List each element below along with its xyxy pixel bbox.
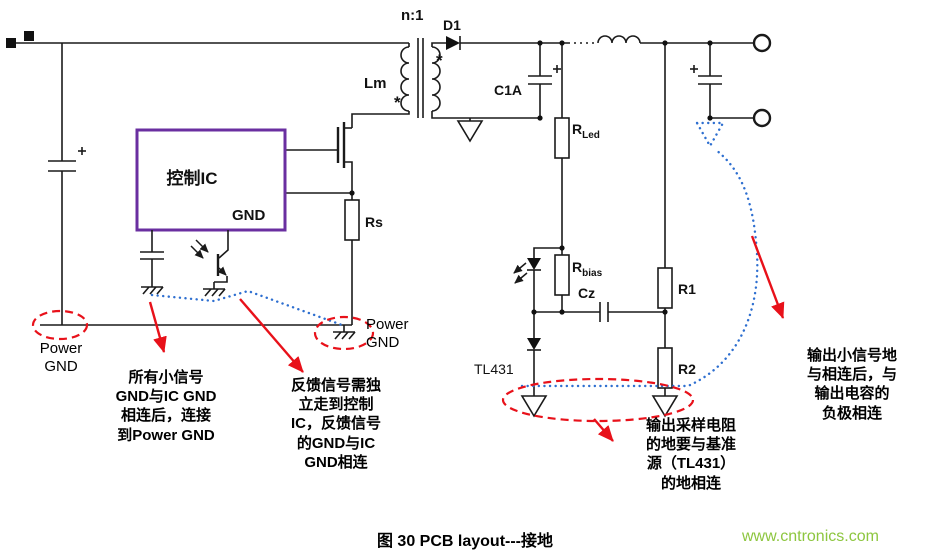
resistor-rbias: Rbias — [554, 248, 603, 312]
rbias-base: R — [572, 259, 582, 275]
output-capacitor — [690, 43, 722, 118]
input-terminal-2 — [24, 31, 34, 41]
optocoupler-phototransistor — [190, 230, 229, 283]
rled-base: R — [572, 121, 582, 137]
light-arrow-icon — [514, 272, 528, 284]
input-terminal-1 — [6, 38, 16, 48]
light-arrow-icon — [513, 262, 527, 274]
plus-polarity-icon — [690, 65, 698, 73]
r1-label: R1 — [678, 281, 696, 297]
rled-label: RLed — [572, 121, 600, 141]
output-choke — [597, 35, 641, 44]
ground-triangle-dotted-icon — [694, 121, 726, 149]
power-gnd-label-mid: Power GND — [366, 316, 409, 351]
output-diode-d1: D1 — [443, 17, 568, 50]
figure-caption: 图 30 PCB layout---接地 — [376, 533, 554, 550]
power-ground-icon — [332, 324, 356, 340]
input-bulk-capacitor — [48, 147, 86, 172]
ground-triangle-icon — [520, 395, 548, 418]
secondary-return-ground — [456, 118, 484, 143]
highlight-power-gnd-mid — [313, 315, 375, 351]
capacitor-c1a: C1A — [494, 43, 561, 118]
plus-polarity-icon — [553, 65, 561, 73]
output-terminals — [710, 33, 772, 128]
primary-wiring — [16, 42, 410, 326]
arrow-to-annotation-2 — [239, 298, 304, 373]
power-gnd-label-left: Power GND — [39, 340, 83, 375]
control-ic-label: 控制IC — [167, 168, 218, 188]
output-terminal-negative — [752, 108, 772, 128]
ground-icon — [140, 279, 164, 295]
output-cap-ground-marker — [694, 116, 726, 149]
input-terminals — [6, 31, 34, 48]
highlight-secondary-grounds — [501, 377, 695, 423]
ic-gnd-pin-label: GND — [232, 207, 266, 224]
ground-icon — [202, 281, 226, 297]
ground-triangle-icon — [651, 395, 679, 418]
rs-label: Rs — [365, 214, 383, 230]
r2-label: R2 — [678, 361, 696, 377]
output-terminal-positive — [752, 33, 772, 53]
primary-polarity-mark: * — [394, 93, 401, 112]
annotation-arrows — [148, 235, 785, 442]
plus-polarity-icon — [78, 147, 86, 155]
secondary-polarity-mark: * — [436, 51, 443, 70]
highlight-ellipses — [31, 309, 695, 423]
ic-decoupling-capacitor — [140, 230, 164, 280]
arrow-to-annotation-3 — [593, 418, 614, 442]
resistor-rled: RLed — [554, 43, 600, 248]
control-ic: 控制IC GND — [135, 128, 287, 232]
sense-resistor-rs: Rs — [344, 199, 383, 241]
rbias-sub: bias — [582, 268, 602, 279]
capacitor-cz: Cz — [534, 285, 665, 322]
optocoupler-led — [513, 247, 562, 312]
annotation-sampling-resistor-gnd: 输出采样电阻 的地要与基准 源（TL431） 的地相连 — [645, 417, 736, 492]
turns-ratio-label: n:1 — [401, 7, 424, 24]
light-arrow-icon — [190, 245, 204, 259]
junction-dots — [349, 40, 713, 315]
lm-label: Lm — [364, 75, 387, 92]
annotation-small-signal-gnd: 所有小信号 GND与IC GND 相连后，连接 到Power GND — [115, 369, 217, 444]
ground-triangle-icon — [456, 120, 484, 143]
highlight-power-gnd-left — [31, 309, 89, 341]
d1-label: D1 — [443, 17, 461, 33]
output-rail — [568, 35, 754, 44]
watermark-text: www.cntronics.com — [742, 528, 879, 545]
divider-r1-r2: R1 R2 — [651, 43, 696, 418]
arrow-to-annotation-4 — [750, 235, 785, 319]
ground-link-secondary — [520, 148, 759, 388]
tl431: TL431 — [474, 312, 548, 418]
annotation-feedback-gnd: 反馈信号需独 立走到控制 IC，反馈信号 的GND与IC GND相连 — [290, 377, 381, 471]
transformer: n:1 Lm * * — [364, 7, 540, 119]
cz-label: Cz — [578, 285, 595, 301]
c1a-label: C1A — [494, 82, 522, 98]
rled-sub: Led — [582, 130, 600, 141]
light-arrow-icon — [195, 239, 209, 253]
mosfet — [336, 122, 353, 200]
arrow-to-annotation-1 — [148, 301, 167, 353]
tl431-label: TL431 — [474, 361, 514, 377]
control-ic-box — [135, 128, 287, 232]
rbias-label: Rbias — [572, 259, 603, 279]
annotation-output-small-signal-gnd: 输出小信号地 与相连后，与 输出电容的 负极相连 — [806, 347, 897, 422]
